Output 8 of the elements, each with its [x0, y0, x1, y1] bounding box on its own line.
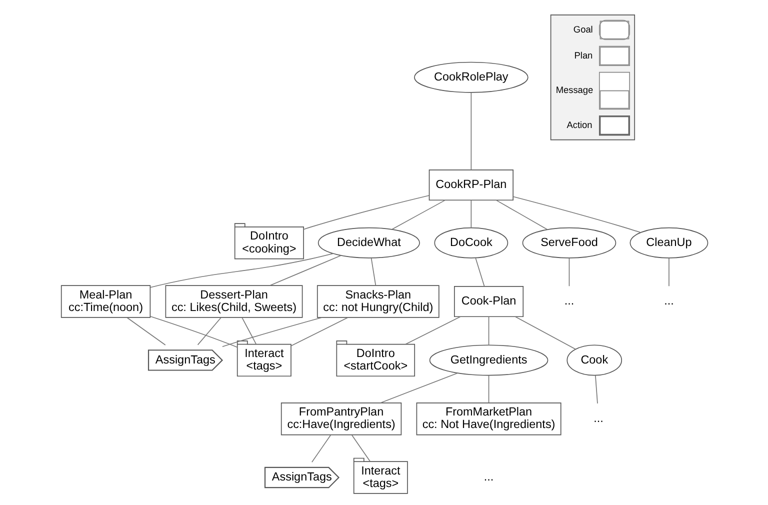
node-text: ...	[664, 294, 674, 308]
legend-label: Plan	[574, 50, 592, 60]
legend-label: Goal	[572, 24, 592, 34]
node-text: ...	[564, 294, 574, 308]
node-text: ...	[593, 412, 603, 425]
legend-label: Message	[555, 85, 593, 96]
legend-label: Action	[566, 120, 592, 130]
label: ...	[483, 470, 494, 484]
